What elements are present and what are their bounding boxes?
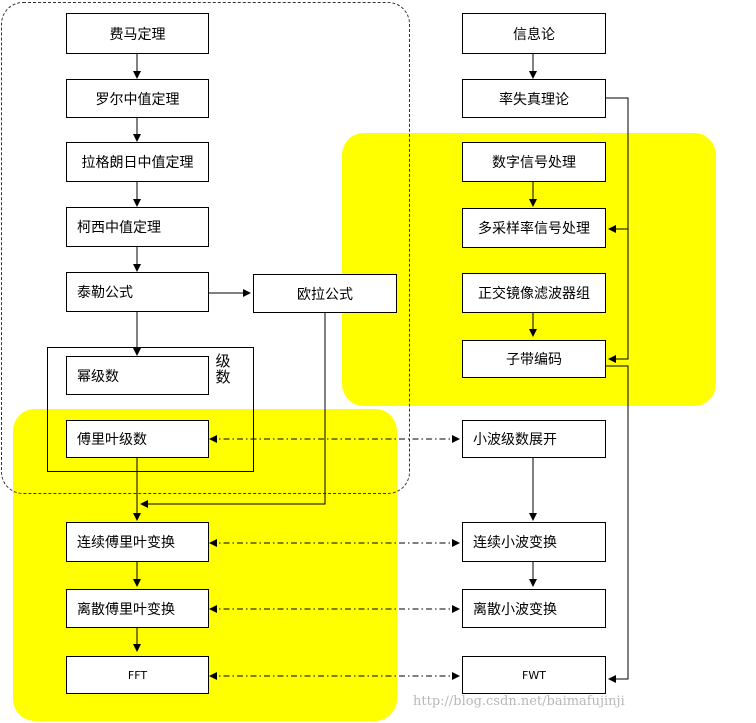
node-power-series: 幂级数 [66, 356, 209, 395]
node-continuous-fourier-transform: 连续傅里叶变换 [66, 522, 209, 562]
node-information-theory: 信息论 [462, 13, 606, 54]
node-multirate-processing: 多采样率信号处理 [462, 208, 606, 248]
node-continuous-wavelet-transform: 连续小波变换 [462, 522, 606, 562]
node-rolle-theorem: 罗尔中值定理 [66, 79, 209, 118]
node-discrete-wavelet-transform: 离散小波变换 [462, 589, 606, 628]
node-qmf-filter-bank: 正交镜像滤波器组 [462, 273, 606, 313]
watermark-text: http://blog.csdn.net/baimafujinji [413, 694, 625, 709]
node-wavelet-series: 小波级数展开 [462, 420, 606, 458]
node-discrete-fourier-transform: 离散傅里叶变换 [66, 589, 209, 628]
node-fft: FFT [66, 656, 209, 694]
node-taylor-formula: 泰勒公式 [66, 272, 209, 312]
node-digital-signal-processing: 数字信号处理 [462, 142, 606, 182]
node-fermat-theorem: 费马定理 [66, 13, 209, 54]
node-cauchy-theorem: 柯西中值定理 [66, 207, 209, 247]
node-lagrange-theorem: 拉格朗日中值定理 [66, 142, 209, 182]
series-group-label: 级数 [215, 352, 231, 386]
node-euler-formula: 欧拉公式 [253, 274, 397, 313]
node-subband-coding: 子带编码 [462, 340, 606, 378]
node-rate-distortion-theory: 率失真理论 [462, 79, 606, 118]
series-group-box [47, 347, 254, 472]
node-fwt: FWT [462, 656, 606, 694]
dashed-group-outline [1, 2, 410, 494]
node-fourier-series: 傅里叶级数 [66, 420, 209, 458]
